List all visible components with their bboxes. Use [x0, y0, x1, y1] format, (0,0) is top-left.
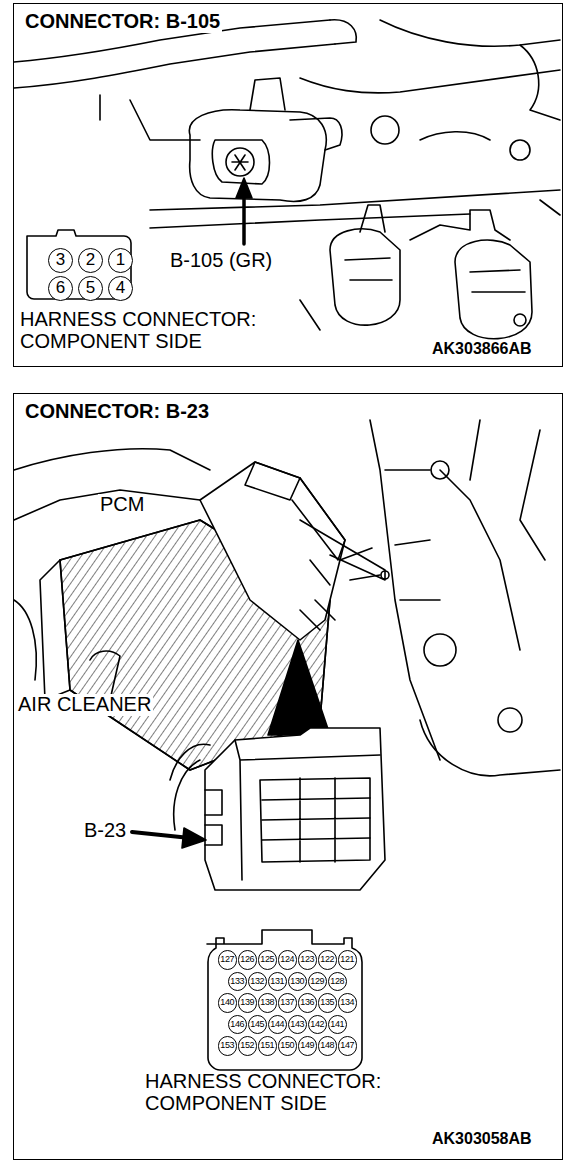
pin-number: 134	[338, 993, 358, 1013]
pin-number: 122	[318, 950, 338, 970]
pin-number: 143	[288, 1015, 308, 1035]
pin-number: 131	[268, 972, 288, 992]
pin-number: 127	[218, 950, 238, 970]
pin-number: 149	[298, 1036, 318, 1056]
pin-number: 3	[48, 248, 73, 273]
figure-code: AK303866AB	[430, 340, 534, 357]
part-name: AIR CLEANER	[16, 694, 153, 716]
pin-number: 150	[278, 1036, 298, 1056]
pin-number: 2	[78, 248, 103, 273]
pin-number: 152	[238, 1036, 258, 1056]
pin-number: 130	[288, 972, 308, 992]
pin-number: 135	[318, 993, 338, 1013]
pin-number: 123	[298, 950, 318, 970]
view-note: HARNESS CONNECTOR: COMPONENT SIDE	[143, 1071, 387, 1114]
pin-number: 137	[278, 993, 298, 1013]
pin-number: 125	[258, 950, 278, 970]
pin-number: 148	[318, 1036, 338, 1056]
pin-number: 138	[258, 993, 278, 1013]
figure-code: AK303058AB	[430, 1130, 534, 1147]
panel-title: CONNECTOR: B-23	[23, 400, 211, 423]
pin-number: 1	[108, 248, 133, 273]
pin-number: 139	[238, 993, 258, 1013]
pin-number: 140	[218, 993, 238, 1013]
pin-number: 145	[248, 1015, 268, 1035]
pin-number: 147	[338, 1036, 358, 1056]
part-name: PCM	[98, 494, 146, 516]
pin-number: 151	[258, 1036, 278, 1056]
pin-number: 121	[338, 950, 358, 970]
pin-number: 5	[78, 276, 103, 301]
pin-number: 141	[328, 1015, 348, 1035]
pin-number: 129	[308, 972, 328, 992]
pin-number: 153	[218, 1036, 238, 1056]
connector-pinout: 321 654	[28, 231, 146, 303]
pin-number: 126	[238, 950, 258, 970]
connector-name: B-23	[82, 820, 128, 842]
panel-title: CONNECTOR: B-105	[23, 10, 222, 33]
pin-number: 124	[278, 950, 298, 970]
pin-number: 142	[308, 1015, 328, 1035]
connector-name: B-105 (GR)	[168, 250, 274, 272]
pin-number: 146	[228, 1015, 248, 1035]
pin-number: 133	[228, 972, 248, 992]
pin-number: 4	[108, 276, 133, 301]
figure-panel: CONNECTOR: B-231271261251241231221211331…	[13, 393, 563, 1160]
pin-number: 136	[298, 993, 318, 1013]
pin-number: 6	[48, 276, 73, 301]
pin-number: 132	[248, 972, 268, 992]
connector-pinout: 1271261251241231221211331321311301291281…	[209, 939, 365, 1069]
pin-number: 144	[268, 1015, 288, 1035]
view-note: HARNESS CONNECTOR: COMPONENT SIDE	[18, 309, 262, 352]
pin-number: 128	[328, 972, 348, 992]
